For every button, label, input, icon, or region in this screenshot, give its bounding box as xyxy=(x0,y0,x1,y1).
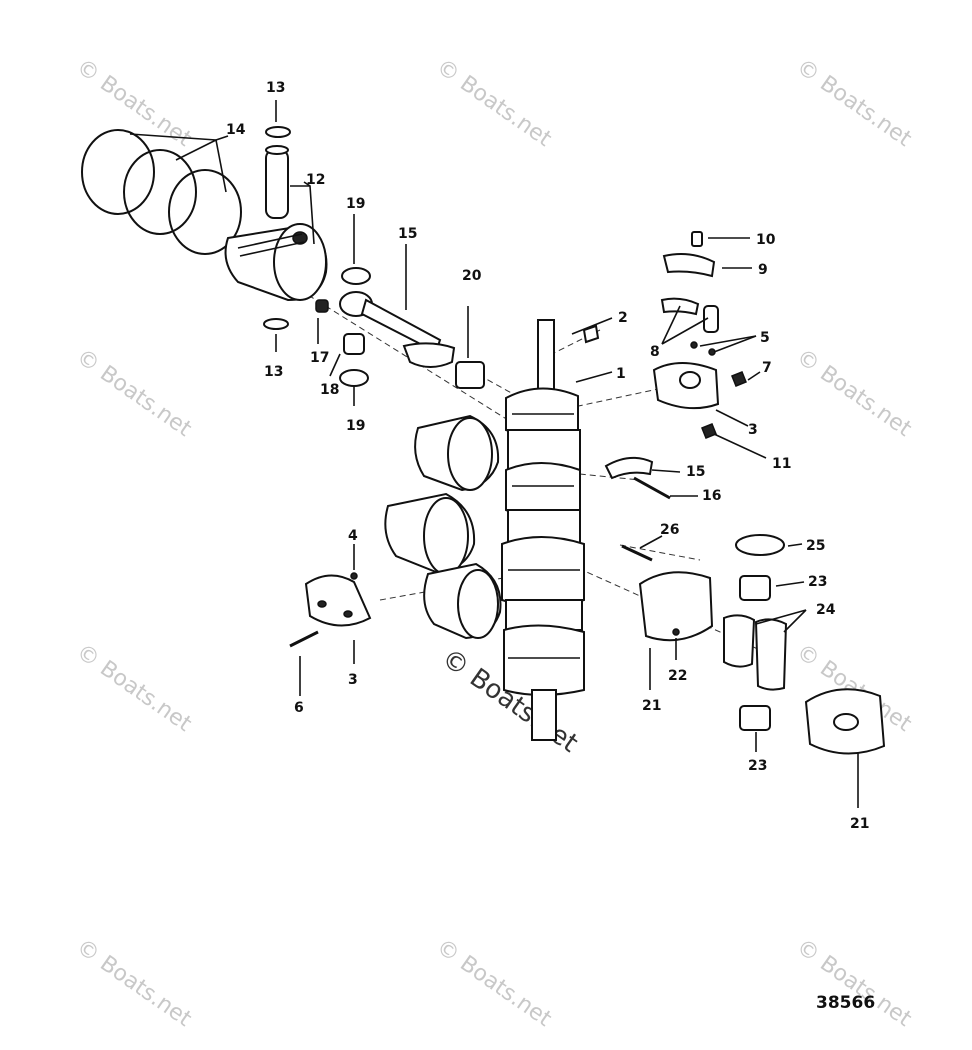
main-bearing-cap-upper xyxy=(652,362,720,410)
callout-15: 15 xyxy=(686,464,705,480)
callout-1: 1 xyxy=(616,366,626,382)
callout-21: 21 xyxy=(642,698,661,714)
screw-10 xyxy=(691,231,703,247)
leader-lines xyxy=(129,100,859,808)
figure-number: 38566 xyxy=(816,993,875,1013)
callout-20: 20 xyxy=(462,268,482,284)
callout-9: 9 xyxy=(758,262,768,278)
watermark: © Boats.net xyxy=(72,639,197,737)
callout-19: 19 xyxy=(346,418,365,434)
callout-22: 22 xyxy=(668,668,687,684)
rod-cap xyxy=(604,456,654,480)
callout-26: 26 xyxy=(660,522,679,538)
watermark: © Boats.net xyxy=(792,344,917,442)
callout-21: 21 xyxy=(850,816,869,832)
watermark: © Boats.net xyxy=(72,934,197,1032)
roller-bearing xyxy=(455,361,485,389)
callout-4: 4 xyxy=(348,528,358,544)
callout-10: 10 xyxy=(756,232,776,248)
main-bearing-cap-lower xyxy=(304,574,372,627)
pin-retainer-upper xyxy=(265,126,291,138)
retainer-9 xyxy=(662,253,716,278)
callout-23: 23 xyxy=(748,758,767,774)
bolt-26 xyxy=(621,544,653,562)
piston-assembled-1 xyxy=(414,414,500,492)
callout-2: 2 xyxy=(618,310,628,326)
cage-half-24b xyxy=(754,618,788,691)
callout-24: 24 xyxy=(816,602,836,618)
callout-14: 14 xyxy=(226,122,246,138)
callout-19: 19 xyxy=(346,196,365,212)
callout-15: 15 xyxy=(398,226,417,242)
washer-lower xyxy=(339,369,369,387)
pin-retainer-lower xyxy=(263,318,289,330)
callout-17: 17 xyxy=(310,350,329,366)
callout-3: 3 xyxy=(348,672,358,688)
callout-8: 8 xyxy=(650,344,660,360)
cage-half-8b xyxy=(703,305,719,333)
roller-bearing-23-lower xyxy=(739,705,771,731)
watermark: © Boats.net xyxy=(432,934,557,1032)
piston-pin xyxy=(265,145,289,219)
bearing-race-21 xyxy=(638,571,714,642)
woodruff-key xyxy=(582,324,600,344)
callout-18: 18 xyxy=(320,382,339,398)
connecting-rod xyxy=(339,291,456,368)
nut-7 xyxy=(731,371,747,387)
piston-assembled-2 xyxy=(384,492,476,575)
watermark: © Boats.net xyxy=(72,344,197,442)
watermark: © Boats.net xyxy=(792,54,917,152)
callout-25: 25 xyxy=(806,538,825,554)
dowel-5a xyxy=(690,341,698,349)
watermark: © Boats.net xyxy=(432,54,557,152)
watermarks: © Boats.net © Boats.net © Boats.net © Bo… xyxy=(72,54,917,1032)
crankshaft xyxy=(501,319,585,741)
callout-7: 7 xyxy=(762,360,772,376)
callout-3: 3 xyxy=(748,422,758,438)
needle-bearing-small xyxy=(343,333,365,355)
locating-pin xyxy=(315,299,329,313)
callout-13: 13 xyxy=(264,364,283,380)
callout-23: 23 xyxy=(808,574,827,590)
piston-rings xyxy=(81,129,242,255)
rod-bolt xyxy=(633,476,671,500)
callout-labels: 1 2 3 3 4 5 6 7 8 9 10 11 12 13 13 14 15… xyxy=(226,80,869,832)
callout-5: 5 xyxy=(760,330,770,346)
callout-12: 12 xyxy=(306,172,325,188)
dowel-22 xyxy=(672,628,680,636)
end-cap-hole xyxy=(833,713,859,731)
piston-assembled-3 xyxy=(423,562,502,640)
cage-half-24a xyxy=(723,614,756,668)
callout-6: 6 xyxy=(294,700,304,716)
watermark: © Boats.net xyxy=(792,934,917,1032)
piston-upper xyxy=(224,223,328,302)
bolt-6 xyxy=(289,630,319,648)
washer-upper xyxy=(341,267,371,285)
dowel-4 xyxy=(350,572,358,580)
callout-13: 13 xyxy=(266,80,285,96)
callout-16: 16 xyxy=(702,488,721,504)
roller-bearing-23-upper xyxy=(739,575,771,601)
callout-11: 11 xyxy=(772,456,791,472)
seal-25 xyxy=(735,534,785,556)
nut-11 xyxy=(701,423,717,439)
